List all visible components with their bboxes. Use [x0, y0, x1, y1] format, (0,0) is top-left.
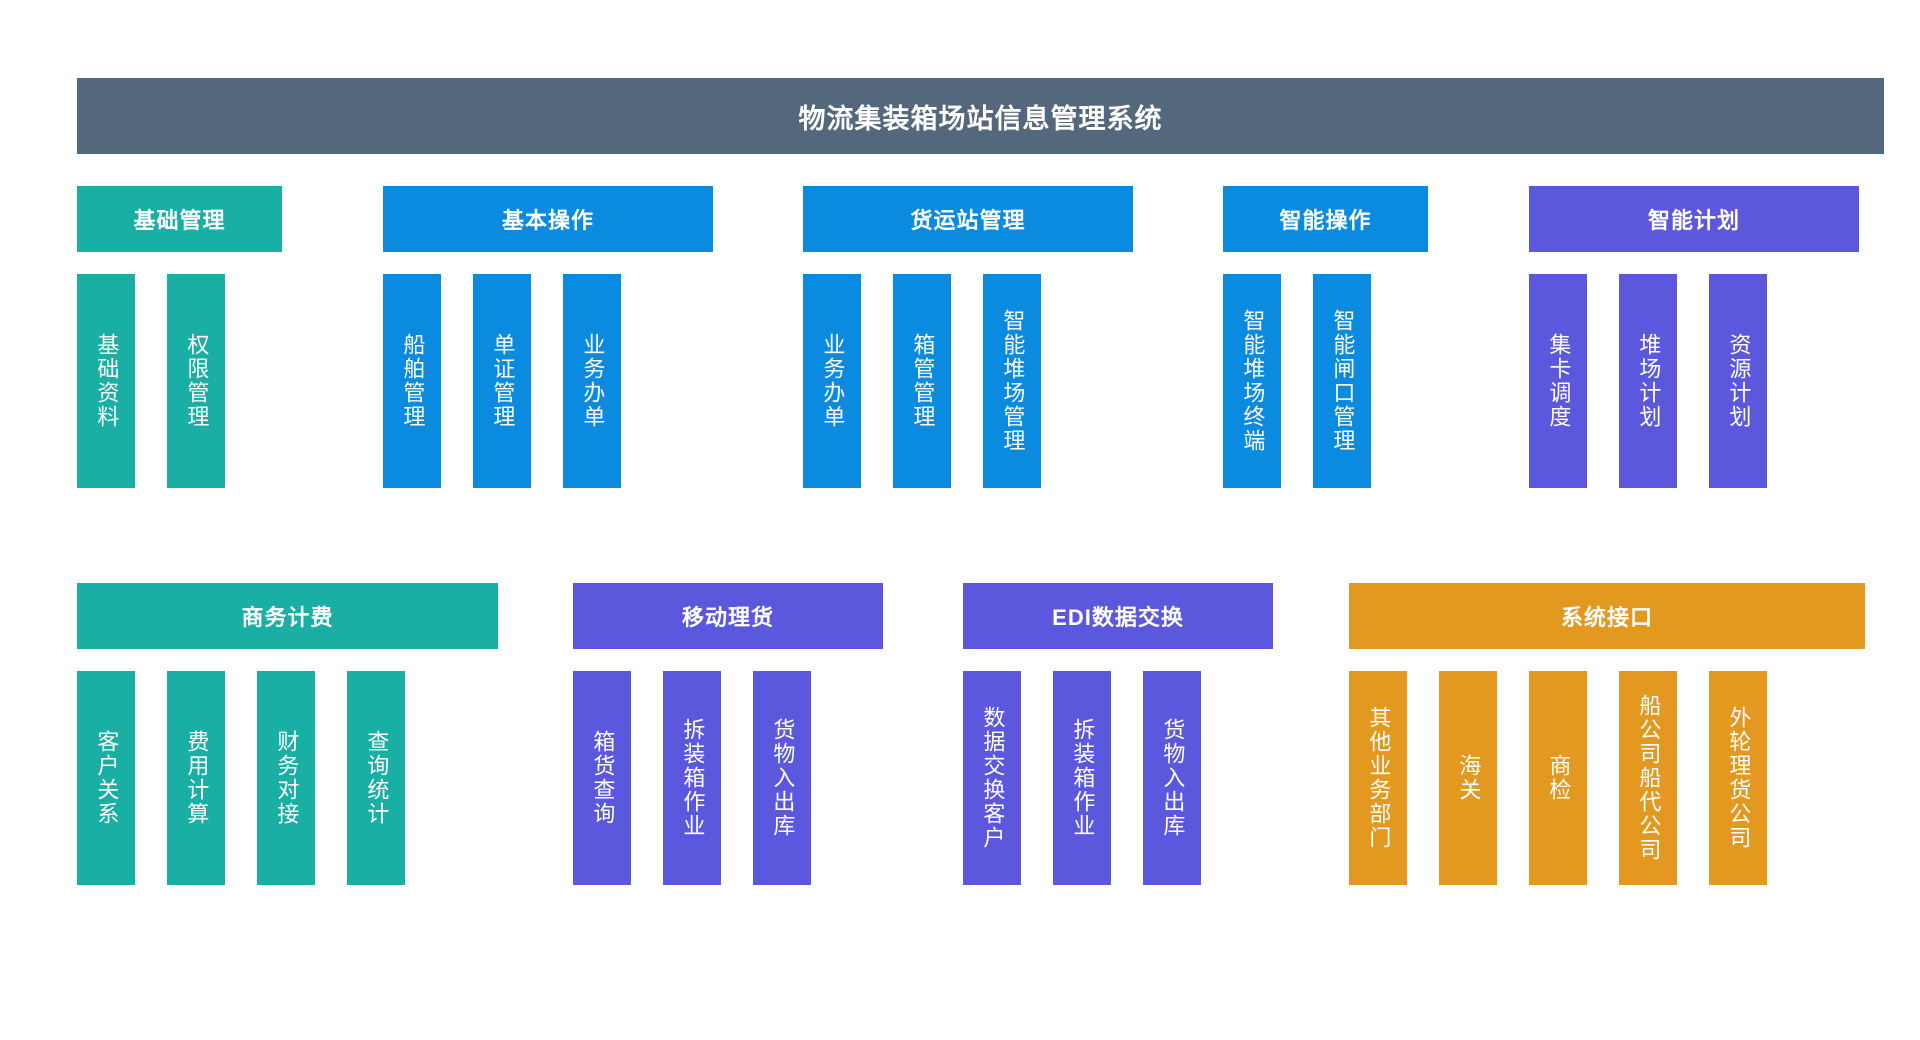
- module-item-tile[interactable]: 船舶管理: [383, 274, 441, 488]
- module-item-tile[interactable]: 货物入出库: [1143, 671, 1201, 885]
- module-item-tile[interactable]: 其他业务部门: [1349, 671, 1407, 885]
- module-group-1: 商务计费客户关系费用计算财务对接查询统计: [77, 583, 498, 885]
- group-header-button[interactable]: 基础管理: [77, 186, 282, 252]
- module-item-tile[interactable]: 货物入出库: [753, 671, 811, 885]
- module-item-tile[interactable]: 客户关系: [77, 671, 135, 885]
- module-item-tile[interactable]: 智能堆场管理: [983, 274, 1041, 488]
- group-header-button[interactable]: EDI数据交换: [963, 583, 1273, 649]
- module-group-3: 货运站管理业务办单箱管管理智能堆场管理: [803, 186, 1133, 488]
- group-item-list: 业务办单箱管管理智能堆场管理: [803, 274, 1041, 488]
- module-item-tile[interactable]: 箱货查询: [573, 671, 631, 885]
- module-group-4: 智能操作智能堆场终端智能闸口管理: [1223, 186, 1428, 488]
- module-item-tile[interactable]: 数据交换客户: [963, 671, 1021, 885]
- module-group-5: 智能计划集卡调度堆场计划资源计划: [1529, 186, 1859, 488]
- group-header-button[interactable]: 移动理货: [573, 583, 883, 649]
- module-item-tile[interactable]: 海关: [1439, 671, 1497, 885]
- module-item-tile[interactable]: 商检: [1529, 671, 1587, 885]
- module-item-tile[interactable]: 智能堆场终端: [1223, 274, 1281, 488]
- module-item-tile[interactable]: 拆装箱作业: [1053, 671, 1111, 885]
- module-item-tile[interactable]: 费用计算: [167, 671, 225, 885]
- module-item-tile[interactable]: 业务办单: [803, 274, 861, 488]
- module-item-tile[interactable]: 箱管管理: [893, 274, 951, 488]
- group-item-list: 基础资料权限管理: [77, 274, 225, 488]
- group-item-list: 船舶管理单证管理业务办单: [383, 274, 621, 488]
- module-item-tile[interactable]: 船公司船代公司: [1619, 671, 1677, 885]
- group-header-button[interactable]: 智能计划: [1529, 186, 1859, 252]
- module-item-tile[interactable]: 权限管理: [167, 274, 225, 488]
- module-group-1: 基础管理基础资料权限管理: [77, 186, 282, 488]
- module-group-4: 系统接口其他业务部门海关商检船公司船代公司外轮理货公司: [1349, 583, 1865, 885]
- group-header-button[interactable]: 货运站管理: [803, 186, 1133, 252]
- group-header-button[interactable]: 商务计费: [77, 583, 498, 649]
- module-item-tile[interactable]: 业务办单: [563, 274, 621, 488]
- group-header-button[interactable]: 智能操作: [1223, 186, 1428, 252]
- module-item-tile[interactable]: 拆装箱作业: [663, 671, 721, 885]
- module-item-tile[interactable]: 查询统计: [347, 671, 405, 885]
- module-item-tile[interactable]: 智能闸口管理: [1313, 274, 1371, 488]
- system-title-bar: 物流集装箱场站信息管理系统: [77, 78, 1884, 154]
- group-item-list: 数据交换客户拆装箱作业货物入出库: [963, 671, 1201, 885]
- module-item-tile[interactable]: 资源计划: [1709, 274, 1767, 488]
- page-title: 物流集装箱场站信息管理系统: [798, 103, 1163, 134]
- module-group-2: 移动理货箱货查询拆装箱作业货物入出库: [573, 583, 883, 885]
- module-group-2: 基本操作船舶管理单证管理业务办单: [383, 186, 713, 488]
- module-group-3: EDI数据交换数据交换客户拆装箱作业货物入出库: [963, 583, 1273, 885]
- group-item-list: 集卡调度堆场计划资源计划: [1529, 274, 1767, 488]
- module-item-tile[interactable]: 单证管理: [473, 274, 531, 488]
- group-item-list: 智能堆场终端智能闸口管理: [1223, 274, 1371, 488]
- module-item-tile[interactable]: 基础资料: [77, 274, 135, 488]
- module-item-tile[interactable]: 财务对接: [257, 671, 315, 885]
- group-item-list: 客户关系费用计算财务对接查询统计: [77, 671, 405, 885]
- group-header-button[interactable]: 基本操作: [383, 186, 713, 252]
- module-item-tile[interactable]: 外轮理货公司: [1709, 671, 1767, 885]
- group-header-button[interactable]: 系统接口: [1349, 583, 1865, 649]
- module-item-tile[interactable]: 集卡调度: [1529, 274, 1587, 488]
- group-item-list: 箱货查询拆装箱作业货物入出库: [573, 671, 811, 885]
- group-item-list: 其他业务部门海关商检船公司船代公司外轮理货公司: [1349, 671, 1767, 885]
- module-item-tile[interactable]: 堆场计划: [1619, 274, 1677, 488]
